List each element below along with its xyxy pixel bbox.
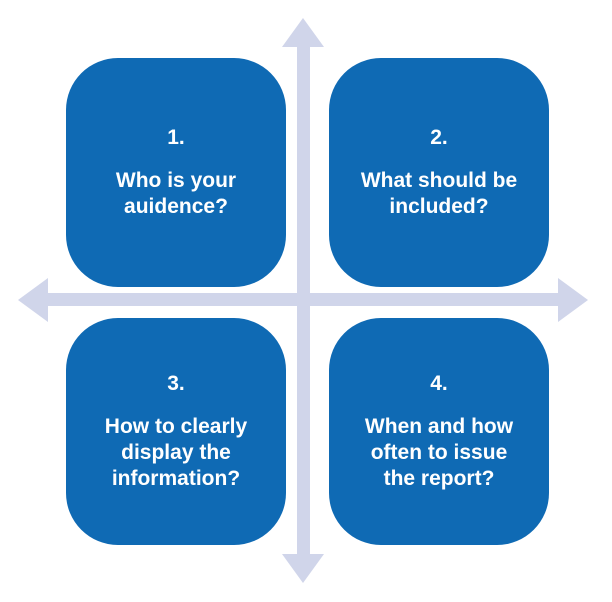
arrow-left-icon [18, 278, 48, 322]
quadrant-1-number: 1. [167, 126, 185, 149]
quadrant-4-card: 4. When and how often to issue the repor… [329, 318, 549, 545]
quadrant-3-question: How to clearly display the information? [104, 415, 248, 490]
quadrant-2-question: What should be included? [360, 169, 518, 218]
quadrant-1-question: Who is your auidence? [115, 169, 237, 218]
quadrant-4-question: When and how often to issue the report? [364, 415, 514, 490]
quadrant-1-card: 1. Who is your auidence? [66, 58, 286, 287]
quadrant-2-number: 2. [430, 126, 448, 149]
arrow-up-icon [282, 18, 324, 47]
quadrant-3-card: 3. How to clearly display the informatio… [66, 318, 286, 545]
arrow-down-icon [282, 554, 324, 583]
quadrant-4-number: 4. [430, 372, 448, 395]
quadrant-3-number: 3. [167, 372, 185, 395]
arrow-right-icon [558, 278, 588, 322]
quadrant-2-card: 2. What should be included? [329, 58, 549, 287]
horizontal-axis-line [46, 293, 560, 306]
